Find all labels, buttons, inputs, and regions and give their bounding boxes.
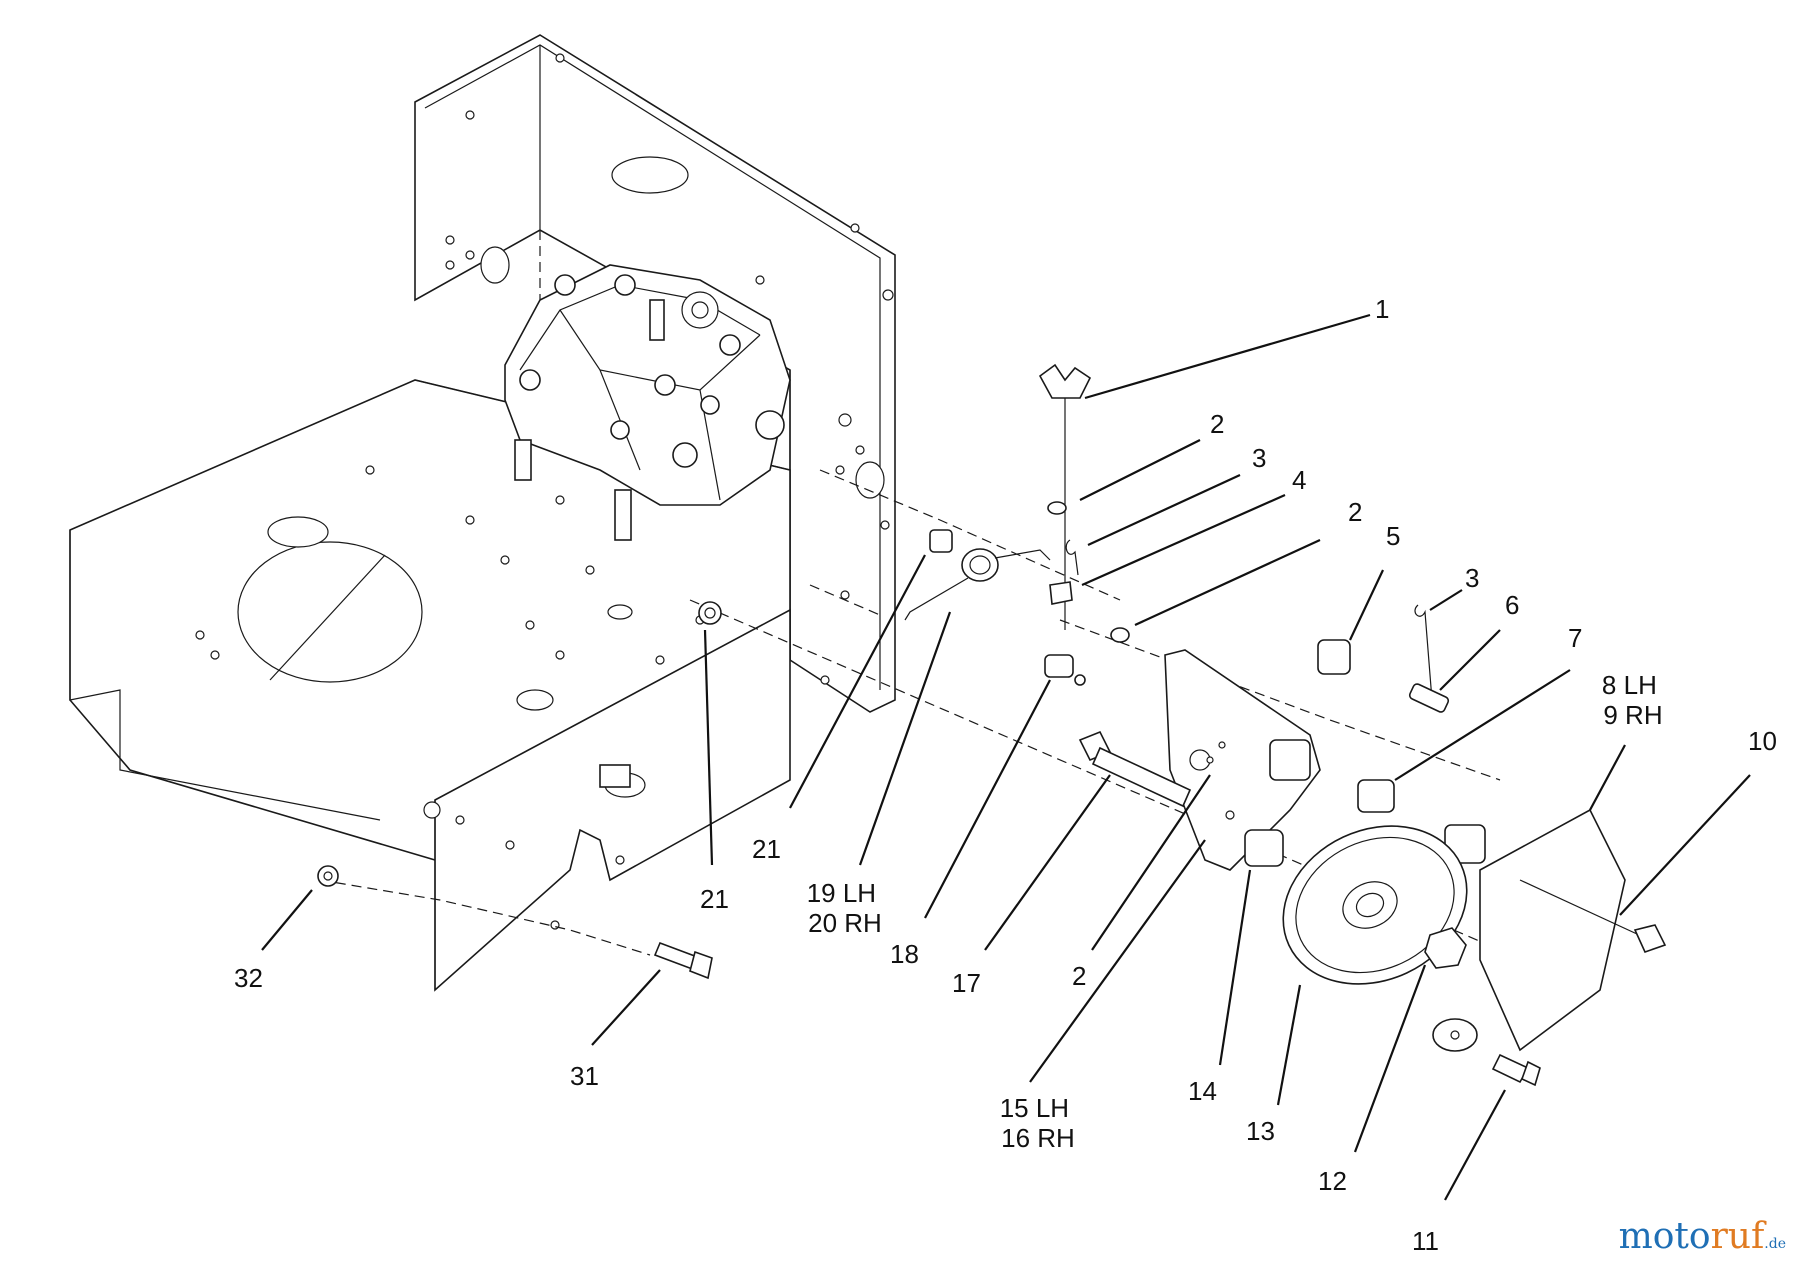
callout-7: 7	[1568, 623, 1582, 653]
leader-19	[858, 611, 952, 866]
callout-21: 21	[700, 884, 729, 914]
callout-19-lh-20-rh: 19 LH 20 RH	[807, 878, 884, 938]
leader-32	[261, 889, 313, 951]
callout-4: 4	[1292, 465, 1306, 495]
leader-31	[591, 969, 661, 1046]
leader-21a	[789, 554, 926, 809]
leader-1	[1084, 313, 1371, 400]
callout-6: 6	[1505, 590, 1519, 620]
leader-3a	[1087, 474, 1241, 546]
leader-5	[1349, 569, 1384, 641]
callout-10: 10	[1748, 726, 1777, 756]
callout-8-lh-9-rh: 8 LH 9 RH	[1602, 670, 1664, 730]
callout-1: 1	[1375, 294, 1389, 324]
callout-11: 11	[1412, 1226, 1439, 1256]
leader-12	[1353, 964, 1427, 1153]
callout-15-lh-16-rh: 15 LH 16 RH	[1000, 1093, 1077, 1153]
watermark-logo: motoruf.de	[1618, 1216, 1786, 1257]
leader-14	[1218, 869, 1252, 1066]
callout-13: 13	[1246, 1116, 1275, 1146]
callout-12: 12	[1318, 1166, 1347, 1196]
leader-8	[1589, 744, 1626, 811]
callout-2: 2	[1210, 409, 1224, 439]
leader-2c	[1091, 774, 1211, 951]
leader-11	[1444, 1089, 1506, 1201]
assembly-axes	[319, 469, 1501, 956]
callout-3: 3	[1252, 443, 1266, 473]
leader-2b	[1134, 539, 1321, 626]
callout-32: 32	[234, 963, 263, 993]
callout-5: 5	[1386, 521, 1400, 551]
leader-2a	[1079, 439, 1201, 501]
callout-labels: 1 2 3 4 2 5 3 6 7 8 LH 9 RH 10 21 21 19 …	[234, 294, 1777, 1256]
leader-4	[1081, 493, 1286, 587]
callout-2: 2	[1072, 961, 1086, 991]
leader-15	[1029, 839, 1206, 1083]
frame-assembly	[69, 34, 896, 992]
leader-3b	[1429, 589, 1463, 611]
hardware-parts	[317, 363, 1667, 1087]
callout-2: 2	[1348, 497, 1362, 527]
gearbox	[504, 264, 791, 541]
callout-17: 17	[952, 968, 981, 998]
callout-3: 3	[1465, 563, 1479, 593]
callout-31: 31	[570, 1061, 599, 1091]
leader-7	[1394, 669, 1571, 781]
leader-18	[924, 679, 1051, 919]
leader-13	[1276, 984, 1302, 1106]
callout-14: 14	[1188, 1076, 1217, 1106]
leader-21b	[703, 629, 714, 866]
leader-lines	[261, 313, 1751, 1201]
callout-18: 18	[890, 939, 919, 969]
callout-21: 21	[752, 834, 781, 864]
leader-10	[1619, 774, 1751, 916]
leader-6	[1439, 629, 1501, 691]
leader-17	[984, 774, 1111, 951]
